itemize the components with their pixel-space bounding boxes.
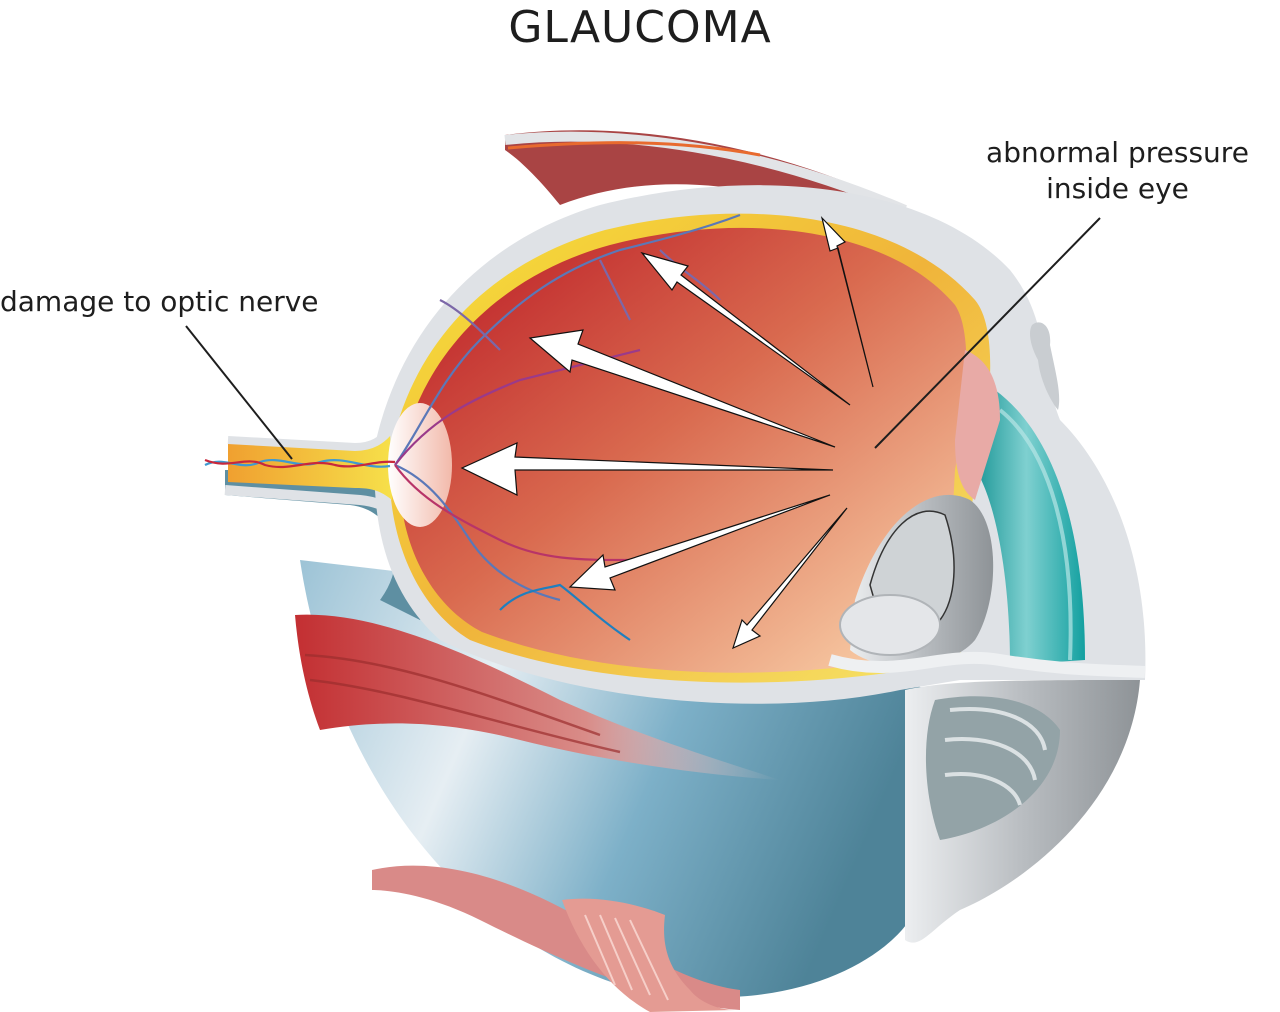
lateral-rectus-muscle [295, 614, 780, 780]
arrow-left-upper [528, 329, 836, 448]
iris-pink [955, 350, 1000, 500]
lens-lip [839, 594, 941, 656]
arrow-upper-left [640, 251, 851, 406]
leader-line-optic-nerve [185, 325, 293, 460]
superior-rectus-muscle [505, 130, 900, 230]
pressure-arrows [460, 215, 874, 650]
diagram-title: GLAUCOMA [508, 2, 772, 53]
leader-line-pressure [874, 217, 1101, 449]
lens-inner [869, 510, 955, 621]
cornea-lens [968, 390, 1085, 665]
label-abnormal-pressure: abnormal pressure inside eye [955, 135, 1280, 207]
arrow-lower-left [568, 494, 831, 591]
eyelid-tab [1030, 322, 1060, 410]
label-pressure-line-2: inside eye [1046, 172, 1189, 205]
arrow-down [732, 507, 848, 650]
retinal-blood-vessels [204, 213, 741, 641]
label-pressure-line-1: abnormal pressure [986, 136, 1249, 169]
arrow-up [820, 215, 874, 388]
label-optic-nerve-damage: damage to optic nerve [0, 285, 319, 318]
arrow-left [460, 442, 834, 497]
